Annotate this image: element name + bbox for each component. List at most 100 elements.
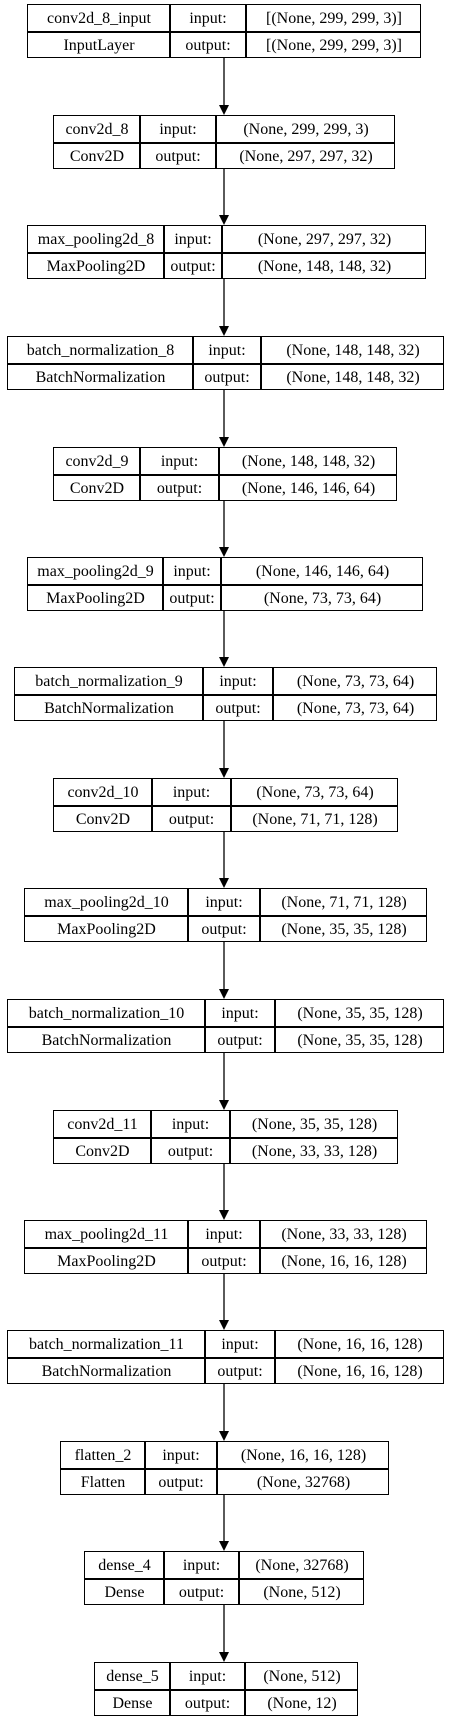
input-label: input: (205, 1225, 243, 1243)
output-label: output: (185, 36, 231, 54)
output-label: output: (178, 1583, 225, 1601)
output-shape: (None, 33, 33, 128) (251, 1142, 378, 1160)
column-divider (272, 668, 274, 720)
output-label: output: (170, 257, 216, 275)
layer-type: Conv2D (75, 1142, 130, 1160)
column-divider (216, 1442, 218, 1494)
layer-name: flatten_2 (74, 1446, 132, 1464)
layer-name: max_pooling2d_8 (37, 230, 155, 248)
output-label: output: (201, 920, 247, 938)
row-divider (85, 1578, 363, 1580)
input-label: input: (162, 1446, 200, 1464)
column-divider (169, 5, 171, 57)
column-divider (192, 337, 194, 389)
output-label: output: (169, 589, 215, 607)
column-divider (150, 1111, 152, 1163)
output-label: output: (167, 1142, 214, 1160)
column-divider (218, 448, 220, 500)
layer-name: max_pooling2d_10 (44, 893, 169, 911)
layer-name: batch_normalization_8 (26, 341, 175, 359)
input-label: input: (174, 230, 212, 248)
input-label: input: (208, 341, 246, 359)
layer-type: Conv2D (69, 147, 125, 165)
output-shape: (None, 148, 148, 32) (286, 368, 420, 386)
column-divider (204, 1331, 206, 1383)
layer-name: batch_normalization_10 (28, 1004, 185, 1022)
column-divider (169, 1663, 171, 1715)
input-shape: (None, 73, 73, 64) (296, 672, 415, 690)
layer-type: BatchNormalization (41, 1031, 172, 1049)
input-label: input: (171, 1115, 210, 1133)
column-divider (229, 1111, 231, 1163)
column-divider (202, 668, 204, 720)
input-label: input: (189, 9, 227, 27)
layer-type: MaxPooling2D (57, 1252, 156, 1270)
layer-type: Conv2D (69, 479, 125, 497)
input-shape: (None, 73, 73, 64) (256, 783, 374, 801)
row-divider (15, 694, 436, 696)
input-shape: (None, 16, 16, 128) (240, 1446, 367, 1464)
arrowhead-icon (219, 1320, 229, 1330)
input-shape: [(None, 299, 299, 3)] (266, 9, 402, 27)
row-divider (54, 474, 396, 476)
input-shape: (None, 512) (263, 1667, 341, 1685)
input-label: input: (219, 672, 257, 690)
column-divider (139, 116, 141, 168)
column-divider (204, 1000, 206, 1052)
layer-name: dense_5 (106, 1667, 159, 1685)
input-shape: (None, 297, 297, 32) (257, 230, 392, 248)
output-label: output: (155, 147, 201, 165)
arrowhead-icon (219, 989, 229, 999)
output-shape: (None, 16, 16, 128) (281, 1252, 407, 1270)
layer-type: Dense (112, 1694, 153, 1712)
column-divider (163, 1552, 165, 1604)
layer-type: Conv2D (75, 810, 131, 828)
column-divider (221, 226, 223, 278)
column-divider (260, 337, 262, 389)
layer-type: MaxPooling2D (57, 920, 156, 938)
row-divider (28, 252, 425, 254)
input-shape: (None, 33, 33, 128) (281, 1225, 407, 1243)
row-divider (25, 1247, 426, 1249)
layer-type: BatchNormalization (35, 368, 166, 386)
output-label: output: (215, 699, 261, 717)
input-shape: (None, 299, 299, 3) (243, 120, 369, 138)
column-divider (187, 1221, 189, 1273)
output-shape: (None, 73, 73, 64) (296, 699, 415, 717)
row-divider (8, 363, 443, 365)
column-divider (144, 1442, 146, 1494)
column-divider (238, 1552, 240, 1604)
column-divider (163, 226, 165, 278)
arrowhead-icon (219, 878, 229, 888)
row-divider (28, 584, 422, 586)
arrowhead-icon (219, 1100, 229, 1110)
output-shape: (None, 32768) (256, 1473, 351, 1491)
output-shape: (None, 16, 16, 128) (297, 1362, 423, 1380)
layer-type: BatchNormalization (41, 1362, 172, 1380)
layer-name: dense_4 (98, 1556, 151, 1574)
output-shape: (None, 512) (263, 1583, 341, 1601)
row-divider (61, 1468, 388, 1470)
arrowhead-icon (219, 768, 229, 778)
layer-type: BatchNormalization (44, 699, 174, 717)
layer-name: conv2d_8_input (47, 9, 151, 27)
output-shape: (None, 35, 35, 128) (281, 920, 407, 938)
input-shape: (None, 148, 148, 32) (241, 452, 376, 470)
layer-name: conv2d_11 (67, 1115, 138, 1133)
input-shape: (None, 16, 16, 128) (297, 1335, 423, 1353)
input-label: input: (182, 1556, 221, 1574)
arrowhead-icon (219, 1652, 229, 1662)
output-label: output: (217, 1031, 263, 1049)
output-label: output: (184, 1694, 231, 1712)
input-label: input: (172, 783, 211, 801)
arrowhead-icon (219, 657, 229, 667)
output-shape: (None, 73, 73, 64) (263, 589, 382, 607)
output-label: output: (217, 1362, 263, 1380)
